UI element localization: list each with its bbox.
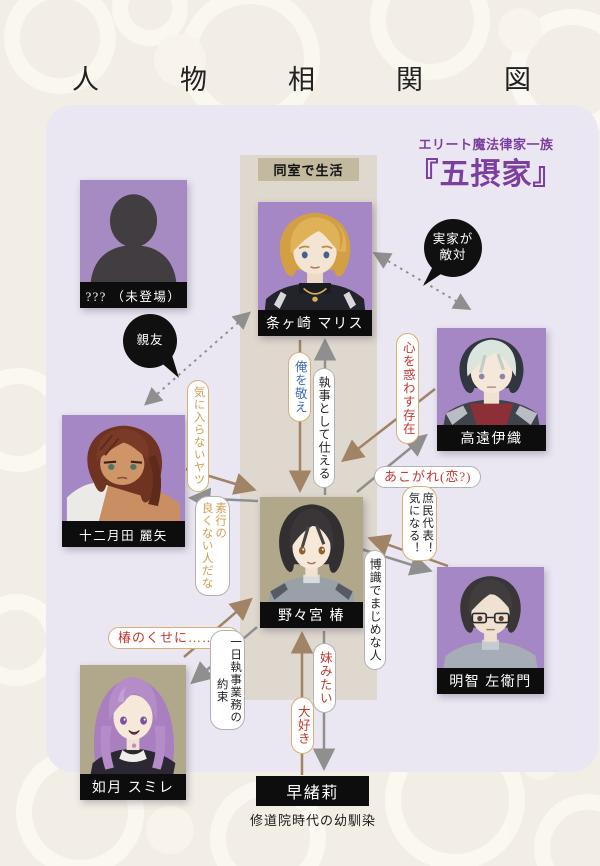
tsubaki-avatar bbox=[268, 504, 355, 602]
bubble-family-feud-line1: 実家が bbox=[432, 232, 474, 247]
label-bad-conduct-col1: 素行の bbox=[214, 502, 227, 540]
page-title: 人物相関図 bbox=[72, 65, 600, 95]
nameplate-reiya: 十二月田 麗矢 bbox=[62, 521, 185, 547]
family-tag: エリート魔法律家一族 bbox=[418, 137, 554, 152]
silhouette-icon bbox=[90, 194, 177, 282]
portrait-tsubaki: 野々宮 椿 bbox=[260, 497, 363, 628]
label-butler-promise-col1: 一日執事業務の bbox=[229, 636, 242, 724]
label-dont-like-him: 気に入らないヤツ bbox=[187, 380, 209, 492]
nameplate-tsubaki: 野々宮 椿 bbox=[260, 602, 363, 628]
bubble-best-friends: 親友 bbox=[123, 314, 177, 368]
nameplate-maris: 条ヶ崎 マリス bbox=[258, 310, 372, 336]
family-name: 『五摂家』 bbox=[408, 158, 564, 191]
label-respect-me: 俺を敬え bbox=[288, 352, 311, 422]
label-butler-promise-col2: 約束 bbox=[215, 678, 228, 703]
label-admiration: あこがれ(恋?) bbox=[374, 466, 482, 489]
portrait-saori: 早緒莉 bbox=[256, 776, 369, 806]
label-serve-as-butler: 執事として仕える bbox=[313, 368, 336, 488]
nameplate-iori: 高遠伊織 bbox=[437, 425, 546, 451]
label-bad-conduct-col2: 良くない人だな bbox=[200, 502, 213, 590]
label-commoner-rep-col2: 気になる！ bbox=[407, 492, 420, 555]
nameplate-unknown: ??? （未登場） bbox=[80, 282, 187, 308]
label-like-sister: 妹みたい bbox=[313, 643, 336, 713]
nameplate-saori: 早緒莉 bbox=[256, 776, 369, 806]
saemon-avatar bbox=[443, 576, 538, 668]
label-heart-disturber: 心を惑わす存在 bbox=[396, 333, 419, 444]
label-knowledgeable: 博識でまじめな人 bbox=[364, 550, 387, 670]
iori-avatar bbox=[443, 337, 540, 425]
portrait-maris: 条ヶ崎 マリス bbox=[258, 202, 372, 336]
label-bad-conduct: 素行の 良くない人だな bbox=[195, 496, 231, 596]
label-commoner-rep: 庶民代表！ 気になる！ bbox=[402, 486, 438, 561]
label-butler-promise: 一日執事業務の 約束 bbox=[210, 630, 246, 730]
portrait-sumire: 如月 スミレ bbox=[80, 665, 186, 800]
reiya-avatar bbox=[66, 425, 181, 521]
label-love-you: 大好き bbox=[291, 697, 314, 754]
sumire-avatar bbox=[90, 676, 176, 774]
portrait-iori: 高遠伊織 bbox=[437, 328, 546, 451]
portrait-unknown: ??? （未登場） bbox=[80, 180, 187, 308]
nameplate-sumire: 如月 スミレ bbox=[80, 774, 186, 800]
bubble-family-feud: 実家が 敵対 bbox=[424, 219, 482, 277]
label-commoner-rep-col1: 庶民代表！ bbox=[421, 492, 434, 555]
room-share-label: 同室で生活 bbox=[258, 158, 359, 181]
portrait-reiya: 十二月田 麗矢 bbox=[62, 415, 185, 547]
maris-avatar bbox=[264, 212, 366, 310]
portrait-saemon: 明智 左衛門 bbox=[437, 567, 544, 694]
saori-note: 修道院時代の幼馴染 bbox=[249, 813, 376, 828]
bubble-family-feud-line2: 敵対 bbox=[439, 248, 467, 262]
nameplate-saemon: 明智 左衛門 bbox=[437, 668, 544, 694]
